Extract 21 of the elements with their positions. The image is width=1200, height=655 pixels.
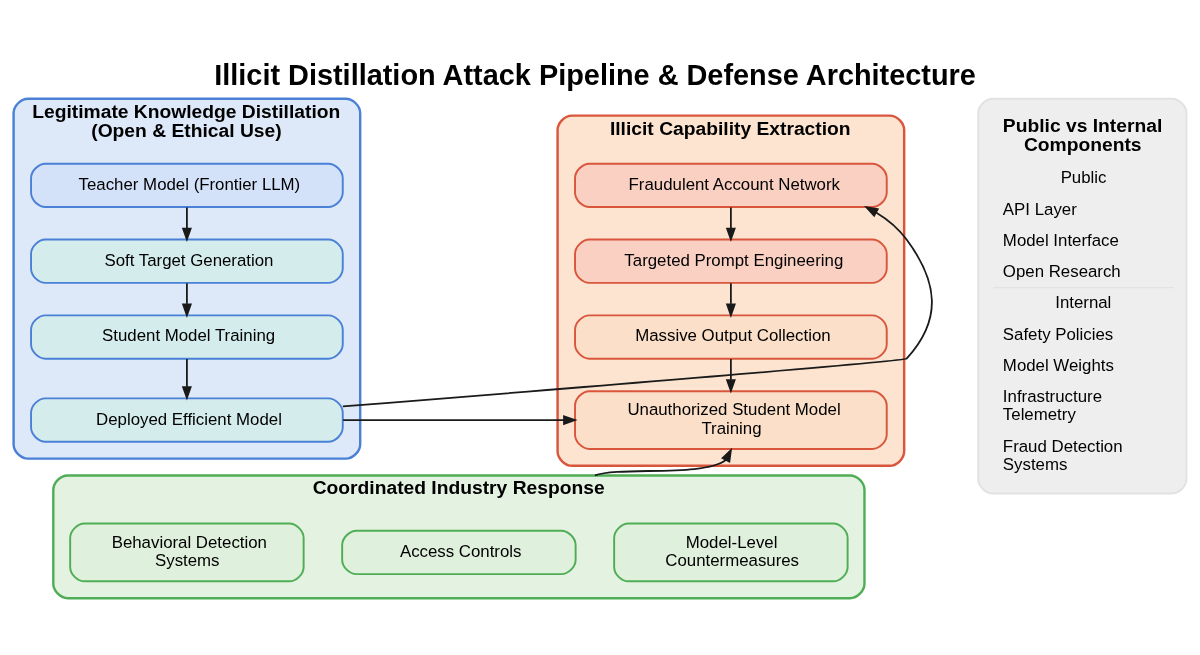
node-box: Deployed Efficient Model <box>30 396 344 443</box>
arrow <box>725 206 736 242</box>
diagram-title: Illicit Distillation Attack Pipeline & Defense Architecture <box>214 58 976 91</box>
arrow <box>181 357 192 401</box>
node-box: Targeted Prompt Engineering <box>574 238 888 284</box>
arrow <box>181 206 192 242</box>
node-box: Student Model Training <box>30 313 344 360</box>
node-box: Behavioral Detection Systems <box>69 522 305 582</box>
node-box: Access Controls <box>341 529 577 575</box>
node-box: Unauthorized Student Model Training <box>574 389 888 450</box>
arrow <box>725 281 736 318</box>
node-box: Soft Target Generation <box>30 238 344 284</box>
arrow <box>341 205 933 407</box>
node-box: Teacher Model (Frontier LLM) <box>30 162 344 208</box>
node-box: Public vs Internal Components Public API Layer Model Interface Open Research Internal Safety Policies Model Weights Infrastructure Telemetry Fraud Detection Systems <box>977 97 1188 494</box>
arrow <box>342 414 578 425</box>
node-box: Fraudulent Account Network <box>574 162 888 208</box>
arrow <box>725 357 736 394</box>
node-box: Model-Level Countermeasures <box>613 522 849 582</box>
node-box: Massive Output Collection <box>574 313 888 360</box>
arrow <box>181 281 192 318</box>
